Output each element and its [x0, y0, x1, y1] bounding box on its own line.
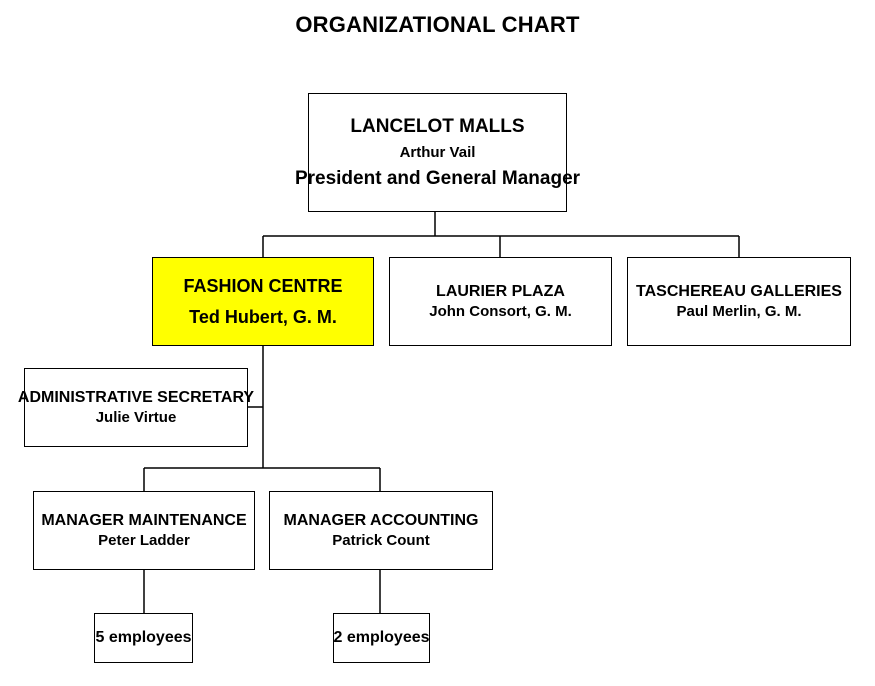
node-person: Julie Virtue	[95, 409, 177, 427]
node-role: President and General Manager	[294, 167, 581, 189]
node-administrative-secretary: ADMINISTRATIVE SECRETARY Julie Virtue	[18, 368, 254, 447]
node-name: MANAGER MAINTENANCE	[41, 511, 247, 529]
node-person: John Consort, G. M.	[429, 303, 572, 321]
node-name: FASHION CENTRE	[183, 276, 343, 297]
node-accounting-employees: 2 employees	[333, 613, 430, 663]
node-person: Ted Hubert, G. M.	[189, 306, 337, 327]
node-manager-maintenance: MANAGER MAINTENANCE Peter Ladder	[33, 491, 255, 570]
node-maintenance-employees: 5 employees	[94, 613, 193, 663]
node-manager-accounting: MANAGER ACCOUNTING Patrick Count	[269, 491, 493, 570]
node-name: LANCELOT MALLS	[350, 115, 525, 137]
node-name: TASCHEREAU GALLERIES	[636, 282, 842, 300]
node-name: LAURIER PLAZA	[436, 282, 565, 300]
node-name: ADMINISTRATIVE SECRETARY	[17, 388, 255, 406]
node-lancelot-malls: LANCELOT MALLS Arthur Vail President and…	[295, 93, 580, 212]
node-label: 5 employees	[95, 629, 192, 647]
node-person: Patrick Count	[332, 532, 430, 550]
node-laurier-plaza: LAURIER PLAZA John Consort, G. M.	[389, 257, 612, 346]
node-name: MANAGER ACCOUNTING	[283, 511, 479, 529]
node-label: 2 employees	[333, 629, 430, 647]
node-person: Peter Ladder	[98, 532, 190, 550]
node-person: Arthur Vail	[399, 144, 476, 162]
node-taschereau-galleries: TASCHEREAU GALLERIES Paul Merlin, G. M.	[627, 257, 851, 346]
node-person: Paul Merlin, G. M.	[676, 303, 802, 321]
chart-title: ORGANIZATIONAL CHART	[295, 12, 580, 37]
node-fashion-centre: FASHION CENTRE Ted Hubert, G. M.	[152, 257, 374, 346]
